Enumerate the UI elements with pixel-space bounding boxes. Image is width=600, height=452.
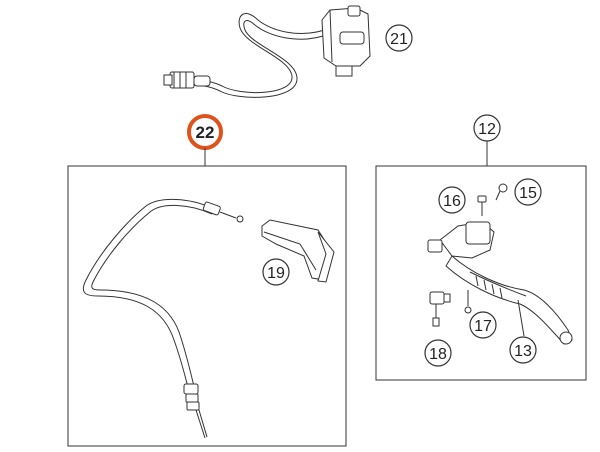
callout-17-label: 17 [474,318,492,335]
callout-21[interactable]: 21 [385,24,413,52]
callout-22-highlighted[interactable]: 22 [187,114,223,150]
group-box-12 [375,165,587,381]
group-box-22 [67,165,347,447]
callout-22-label: 22 [196,123,215,142]
part-18-switch[interactable] [429,291,451,327]
callout-16-label: 16 [443,193,461,210]
callout-17[interactable]: 17 [469,311,497,339]
callout-13-label: 13 [514,343,532,360]
callout-18[interactable]: 18 [424,339,452,367]
callout-12-label: 12 [478,121,496,138]
callout-21-label: 21 [390,31,408,48]
part-19-hand-guard[interactable] [261,219,335,283]
part-15-screw[interactable] [495,183,508,201]
part-16-bolt[interactable] [477,195,487,216]
part-clutch-cable[interactable] [82,198,244,439]
callout-15[interactable]: 15 [514,178,542,206]
part-21-switch-assembly[interactable] [163,5,371,98]
callout-16[interactable]: 16 [438,186,466,214]
callout-12[interactable]: 12 [473,114,501,142]
part-clutch-lever-assembly[interactable] [427,221,573,345]
callout-15-label: 15 [519,185,537,202]
callout-19-label: 19 [267,265,285,282]
callout-19[interactable]: 19 [262,258,290,286]
callout-13[interactable]: 13 [509,336,537,364]
callout-18-label: 18 [429,346,447,363]
part-17-nut[interactable] [464,290,472,314]
